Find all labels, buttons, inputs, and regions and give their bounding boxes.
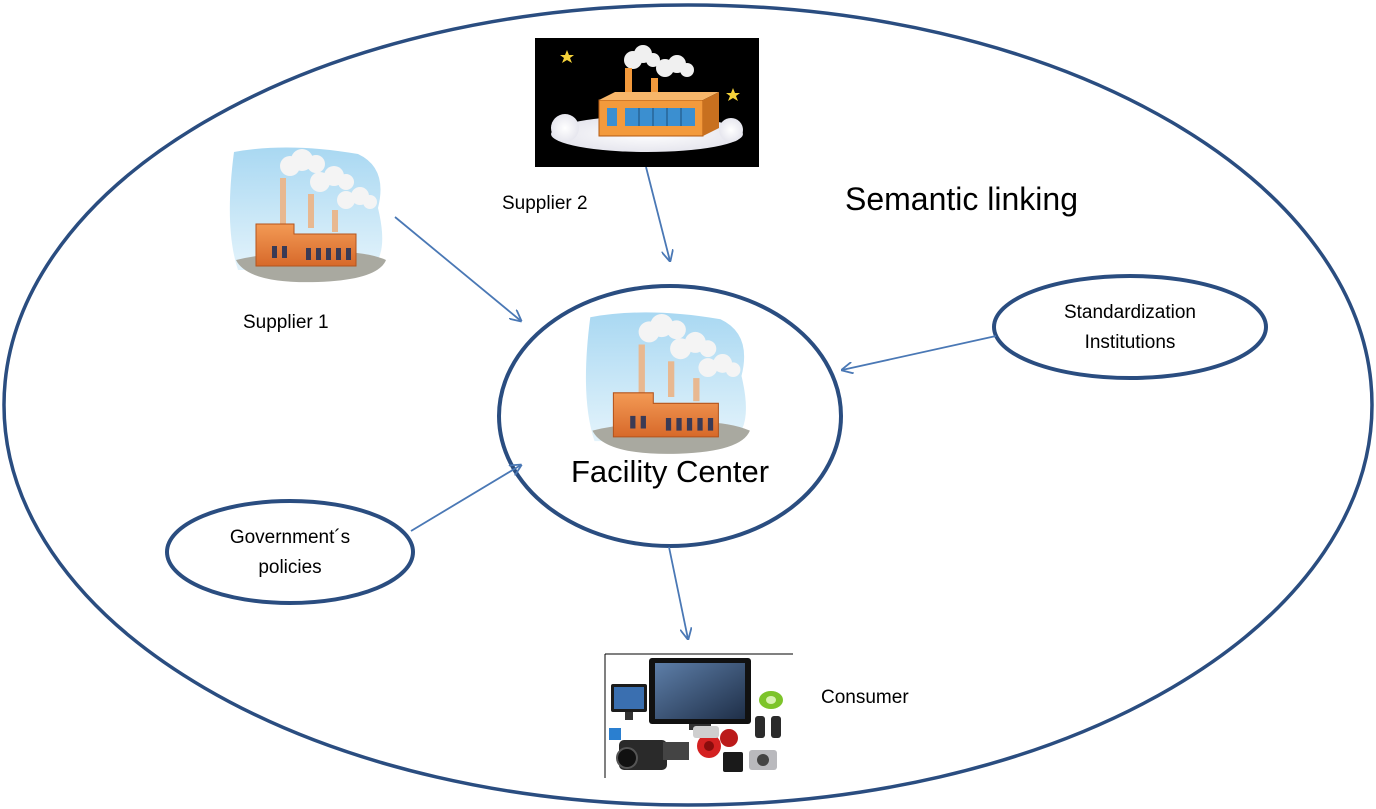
supplier-1-label: Supplier 1 <box>243 312 329 333</box>
consumer-electronics-icon <box>604 653 793 778</box>
standardization-institutions-label: Standardization Institutions <box>1030 302 1230 355</box>
arrow-facility-to-consumer <box>668 546 688 639</box>
factory-icon <box>585 312 750 454</box>
arrow-government-to-facility <box>410 465 521 532</box>
facility-center-label: Facility Center <box>570 454 770 489</box>
standardization-institutions-node <box>992 274 1268 380</box>
government-label-line-2: policies <box>258 556 322 578</box>
factory-night-icon <box>535 38 759 167</box>
factory-icon <box>229 147 386 283</box>
supplier-2-label: Supplier 2 <box>502 193 588 214</box>
semantic-linking-label: Semantic linking <box>845 181 1078 217</box>
arrow-supplier2-to-facility <box>645 166 670 261</box>
facility-center-node <box>497 284 843 548</box>
standardization-label-line-1: Standardization <box>1063 302 1197 323</box>
standardization-label-line-2: Institutions <box>1084 331 1176 353</box>
semantic-linking-boundary <box>2 3 1374 807</box>
government-policies-label: Government´s policies <box>190 527 390 580</box>
arrow-standardization-to-facility <box>842 335 997 370</box>
consumer-label: Consumer <box>821 687 909 708</box>
arrow-supplier1-to-facility <box>394 216 521 321</box>
government-label-line-1: Government´s <box>229 527 351 548</box>
government-policies-node <box>165 499 415 605</box>
